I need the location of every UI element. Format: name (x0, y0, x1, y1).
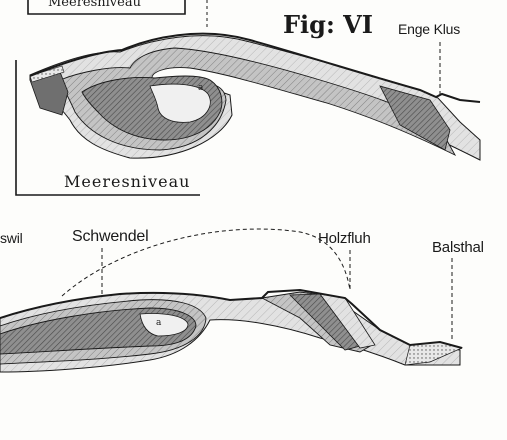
figure-title: Fig: VI (283, 13, 373, 37)
label-holzfluh: Holzfluh (318, 231, 371, 246)
label-schwendel: Schwendel (72, 229, 148, 245)
label-upper-sea-level: Meeresniveau (64, 174, 190, 190)
marker-a-upper: a (198, 84, 203, 93)
label-balsthal: Balsthal (432, 240, 484, 255)
label-left-cut: swil (0, 231, 23, 245)
marker-a-lower: a (156, 319, 161, 328)
label-engeklus: Enge Klus (398, 22, 460, 36)
top-cut-label: Meeresniveau (48, 0, 141, 9)
lower-section (0, 229, 462, 372)
